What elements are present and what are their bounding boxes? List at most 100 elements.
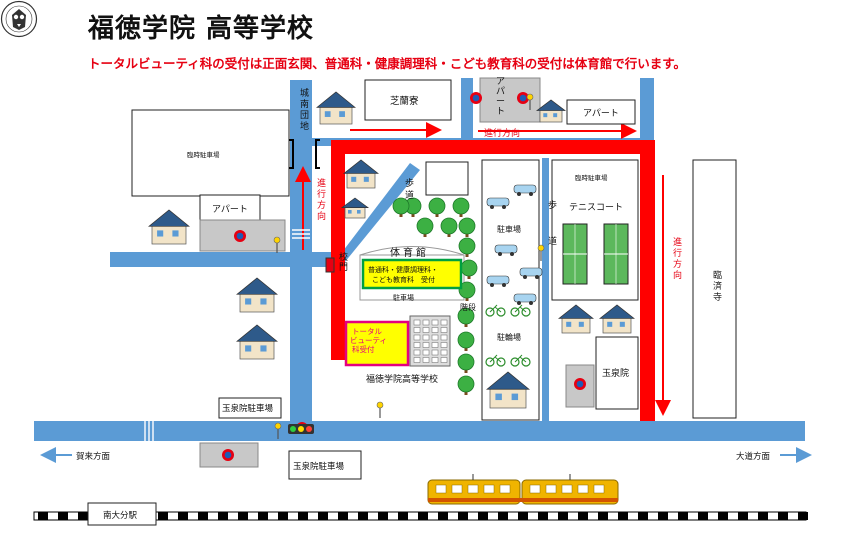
rail-tie [58,512,68,520]
tree-icon [392,197,410,215]
tree-icon [452,197,470,215]
house-window [566,321,572,327]
window [431,319,439,326]
label-direction-left: 進行方向 [317,177,326,221]
rail-tie [418,512,428,520]
car-wheel [535,275,539,279]
house-window [245,345,252,352]
house-window [543,113,548,118]
house-roof [236,324,278,342]
rail-tie [358,512,368,520]
house-window [363,176,369,182]
bike-icon [485,357,495,367]
car-wheel [517,301,521,305]
rail-tie [398,512,408,520]
window [422,319,430,326]
tree-icon [440,217,458,235]
bike-frame [489,304,502,313]
direction-arrows [295,122,671,416]
tree-icon [458,281,476,299]
gray-lots [199,77,595,468]
car-wheel [517,192,521,196]
car-wheel [523,275,527,279]
window [431,327,439,333]
rail-tie [698,512,708,520]
car-wheel [510,252,514,256]
tree-icon [457,353,475,371]
rail-tie [298,512,308,520]
tennis-courts [562,223,629,285]
car-icon [494,244,518,254]
rail-tie [238,512,248,520]
tree-icon [428,197,446,215]
shiranryo-box [364,79,452,121]
gate-icon [325,257,335,273]
label-rinji-parking-right: 臨時駐車場 [575,173,608,182]
car-wheel [529,192,533,196]
tree-icon [457,331,475,349]
house-window [511,393,519,401]
house-window [172,230,179,237]
rail-tie [638,512,648,520]
rail-tie [178,512,188,520]
label-komon: 校門 [339,251,348,272]
label-gym: 体育館 [390,246,429,259]
house-window [260,345,267,352]
route [331,140,655,421]
house-window [260,298,267,305]
tree-icon [460,259,478,277]
beauty-reception-text: トータル ビューティ 科受付 [350,327,389,354]
label-parking-right: 駐車場 [497,224,521,234]
rail-tie [558,512,568,520]
small-box [425,161,469,196]
window [413,349,421,356]
school-building [409,315,451,367]
house-roof [236,277,278,295]
house-window [619,321,625,327]
rail-tie [498,512,508,520]
house-window [578,321,584,327]
reception-notice: トータルビューティ科の受付は正面玄関、普通科・健康調理科・こども教育科の受付は体… [88,56,687,71]
rail-tie [478,512,488,520]
bikes [485,304,531,367]
label-gyokusenin-parking-top: 玉泉院駐車場 [222,403,274,413]
car-icon [486,197,510,207]
window [440,327,448,333]
train-icon [427,474,619,505]
bike-wheel [521,357,531,367]
house-roof [557,304,595,319]
station-box [87,502,157,526]
label-direction-right: 進行方向 [673,236,682,280]
window [422,327,430,333]
gym-reception-text: 普通科・健康調理科・ こども教育科 受付 [368,265,440,284]
lamp-light [526,93,534,101]
lamp-light [273,236,281,244]
rail-tie [258,512,268,520]
window [431,334,439,341]
cars [486,184,543,305]
rail-tie [158,512,168,520]
tree-icon [458,237,476,255]
label-apart-right: アパート [583,108,619,118]
label-bike-parking: 駐輪場 [497,332,521,342]
window [431,342,439,348]
house-roof [342,159,380,174]
house-window [351,176,357,182]
house-window [157,230,164,237]
lamp-light [274,422,282,430]
label-parking-center: 駐車場 [393,293,414,302]
house-window [339,111,345,117]
bike-icon [510,307,520,317]
car-wheel [502,283,506,287]
gyokusenin-box [595,336,639,410]
house-window [357,210,361,214]
label-apart-top: アパート [496,76,505,116]
railway [33,511,808,521]
car-wheel [490,205,494,209]
window [422,357,430,363]
rail-tie [798,512,808,520]
label-rinzaiji: 臨済寺 [713,269,722,302]
car-icon [486,275,510,285]
house-roof [148,209,190,227]
house-window [553,113,558,118]
